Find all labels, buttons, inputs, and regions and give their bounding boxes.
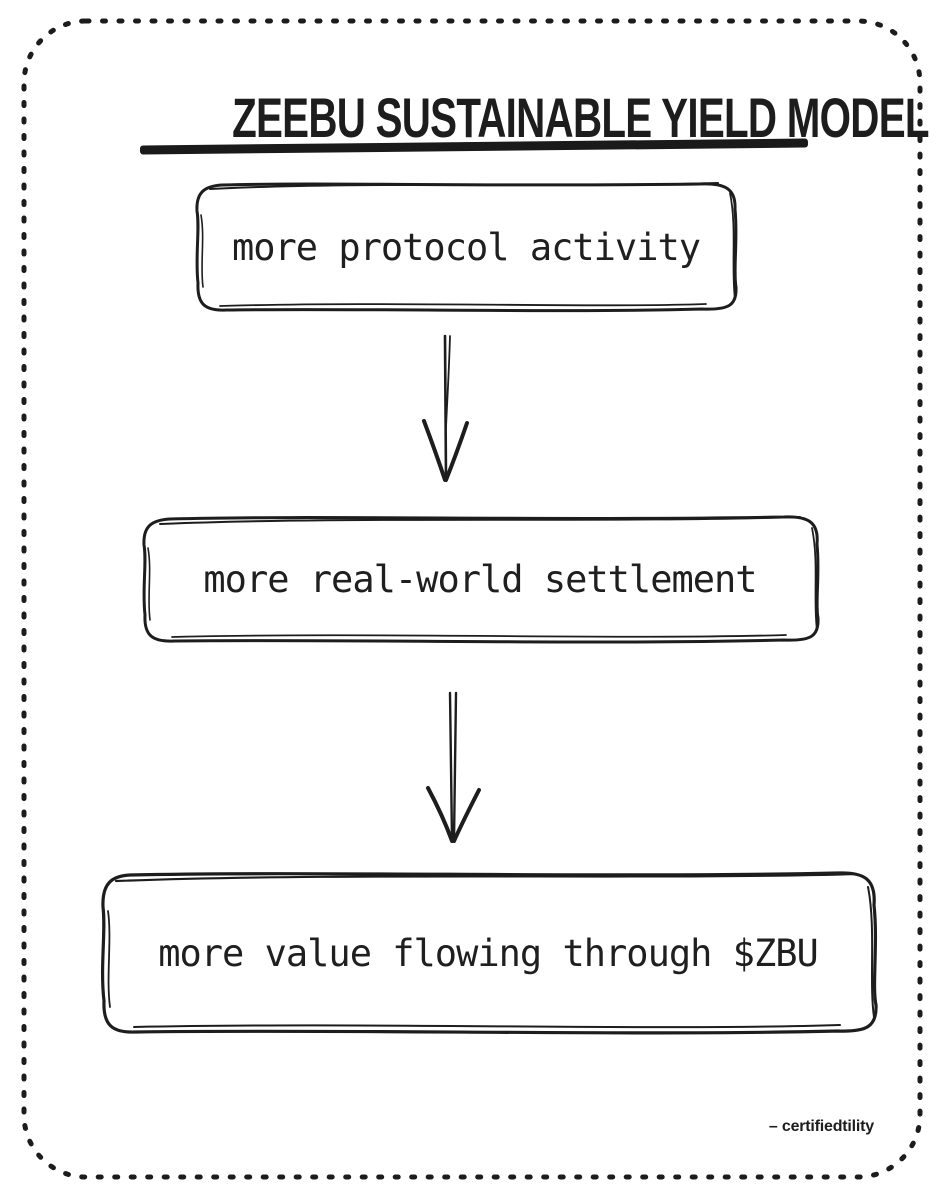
down-arrow-icon [422,334,469,482]
page-title: ZEEBU SUSTAINABLE YIELD MODEL [232,86,929,149]
flow-box-real-world-settlement: more real-world settlement [136,512,824,647]
box-sketch-outline [142,515,820,644]
flow-box-label: more value flowing through $ZBU [158,932,819,975]
flow-box-label: more real-world settlement [203,558,757,601]
flow-box-protocol-activity: more protocol activity [190,179,742,316]
flow-box-label: more protocol activity [231,226,701,269]
header: ZEEBU SUSTAINABLE YIELD MODEL [138,86,930,155]
box-sketch-outline [195,182,738,313]
box-sketch-outline [100,871,878,1035]
down-arrow-icon [426,691,481,843]
signature: – certifiedtility [768,1118,874,1135]
flow-box-value-through-zbu: more value flowing through $ZBU [94,867,882,1040]
